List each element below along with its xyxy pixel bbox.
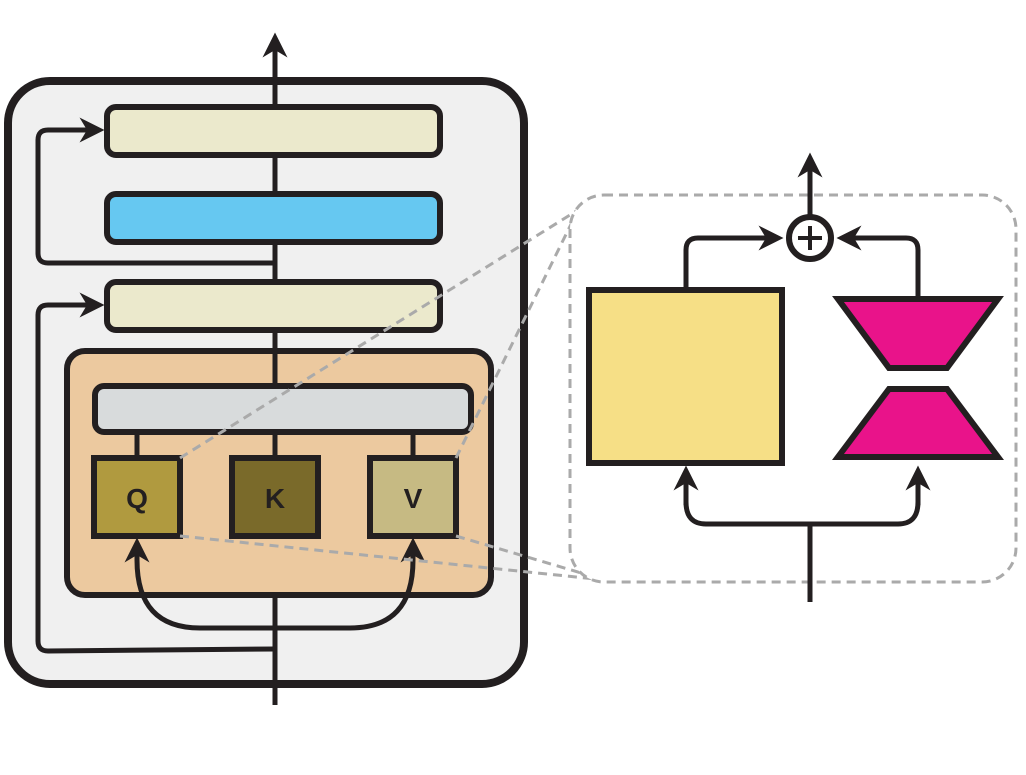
low-rank-adapter [832, 296, 1004, 460]
adapter-output-arrow [836, 225, 921, 296]
dense-output-arrow [683, 225, 784, 287]
projection-k: K [229, 455, 321, 539]
projection-v-label: V [404, 483, 423, 514]
detail-input-split [683, 501, 921, 602]
q-input-arrow [124, 537, 275, 631]
circle-plus-icon [786, 214, 834, 262]
upper-norm-layer [104, 104, 443, 158]
v-input-arrow [275, 537, 426, 631]
dense-weight-block [586, 287, 785, 466]
attention-core [92, 383, 474, 435]
residual-skip-upper [35, 117, 275, 266]
projection-k-label: K [265, 483, 285, 514]
zoom-callout-lines [179, 208, 606, 582]
lower-norm-layer [104, 279, 443, 333]
projection-q: Q [91, 455, 183, 539]
feed-forward-layer [104, 191, 443, 245]
residual-skip-lower [35, 292, 276, 654]
projection-q-label: Q [126, 483, 148, 514]
projection-v: V [367, 455, 459, 539]
